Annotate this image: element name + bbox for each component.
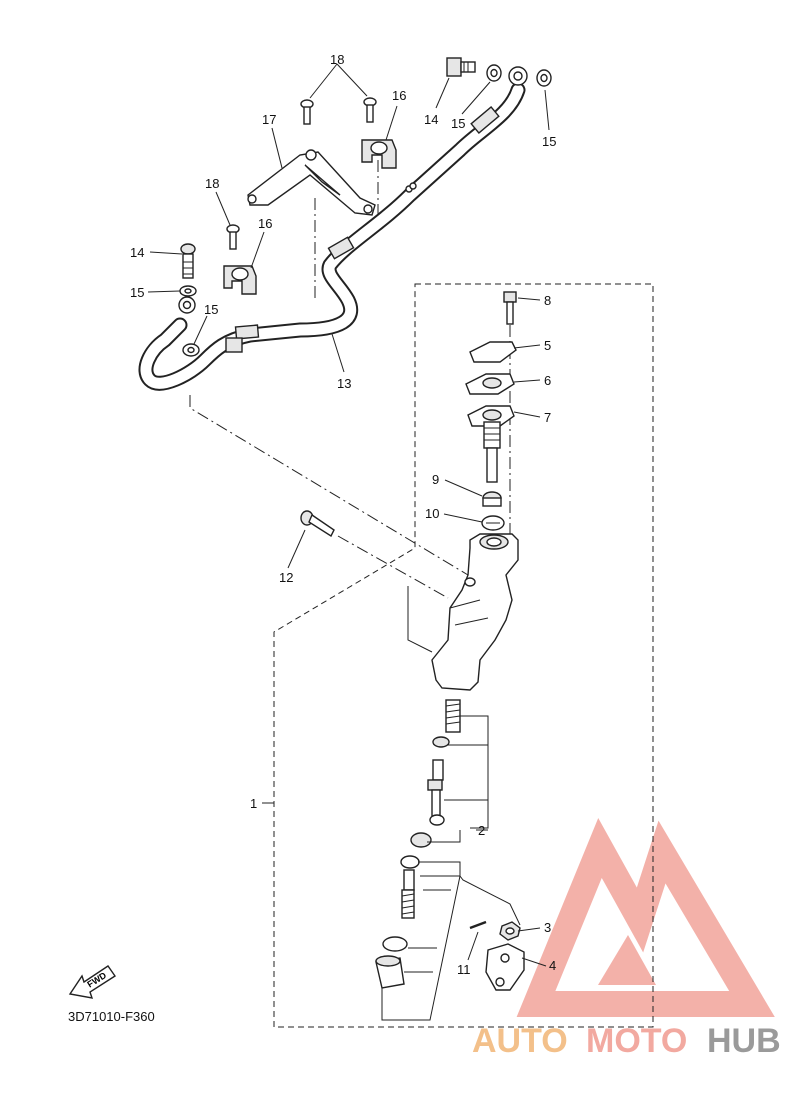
callout-1: 1 [250,796,257,811]
callout-15-top-left: 15 [451,116,465,131]
watermark-hub: HUB [707,1022,781,1060]
callout-18-top: 18 [330,52,344,67]
callout-4: 4 [549,958,556,973]
cotter-pin [469,920,487,930]
bolt-12 [300,510,335,538]
nut-3 [499,921,521,941]
dust-boot [375,955,405,989]
callout-11: 11 [457,962,471,977]
circlip-lower [382,936,408,952]
spring [445,699,461,733]
screw-18-left [300,99,314,125]
callout-15-top-right: 15 [542,134,556,149]
brake-hose [138,66,528,391]
piston [427,759,445,826]
callout-15-lower-right: 15 [204,302,218,317]
callout-8: 8 [544,293,551,308]
screw-8 [503,291,517,325]
primary-cup [432,736,450,748]
cap-5 [469,341,517,363]
diaphragm-7 [467,405,515,483]
centerline-bolt [337,535,449,599]
banjo-bolt-lower [180,243,196,279]
hose-bracket [247,149,376,216]
cap-9 [482,491,502,507]
leader-lines [147,63,550,1021]
fwd-arrow: FWD [68,965,116,999]
watermark-logo: AUTO MOTO HUB [472,818,781,1060]
clevis-4 [485,943,525,991]
clamp-16-lower [223,265,257,295]
screw-18-right [363,97,377,123]
callout-14-lower: 14 [130,245,144,260]
watermark-moto: MOTO [586,1022,687,1060]
centerline-hose-to-cylinder [189,395,469,576]
callout-10: 10 [425,506,439,521]
callout-13: 13 [337,376,351,391]
diaphragm-plate-6 [465,373,515,395]
callout-16-lower: 16 [258,216,272,231]
push-rod [400,855,420,919]
banjo-bolt-top [446,57,476,77]
diagram-code: 3D71010-F360 [68,1009,155,1024]
secondary-cup [410,832,432,848]
callout-7: 7 [544,410,551,425]
master-cylinder-body [431,533,519,691]
callout-3: 3 [544,920,551,935]
clamp-16-upper [361,139,397,169]
watermark-auto: AUTO [472,1022,568,1060]
circlip-10 [481,515,505,531]
callout-14-top: 14 [424,112,438,127]
callout-6: 6 [544,373,551,388]
callout-17: 17 [262,112,276,127]
callout-5: 5 [544,338,551,353]
callout-18-lower: 18 [205,176,219,191]
callout-16-upper: 16 [392,88,406,103]
callout-2: 2 [478,823,485,838]
callout-12: 12 [279,570,293,585]
callout-15-lower-left: 15 [130,285,144,300]
assembly-boundary [273,283,654,1028]
screw-18-lower [226,224,240,250]
callout-9: 9 [432,472,439,487]
